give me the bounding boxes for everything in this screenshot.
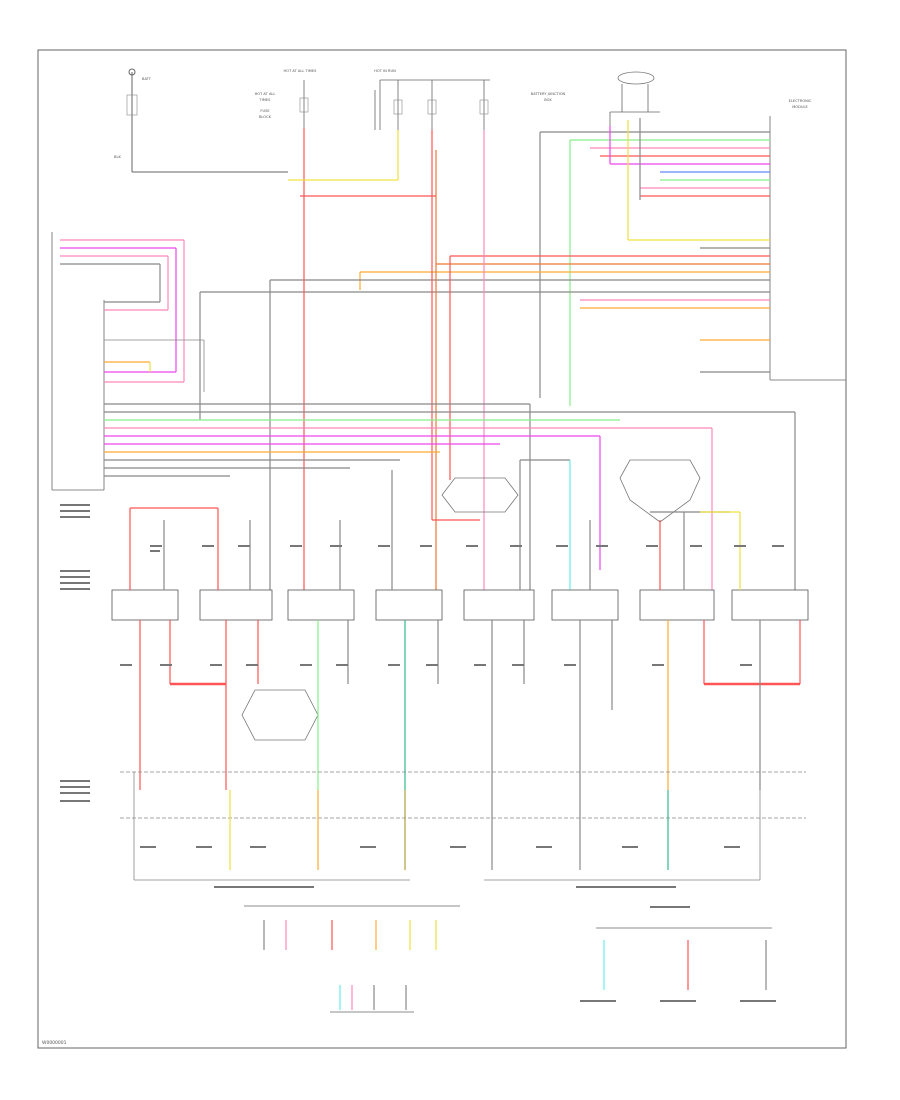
figure-id: W0000001 <box>42 1040 67 1046</box>
svg-text:BATTERY JUNCTION: BATTERY JUNCTION <box>531 92 566 96</box>
relay-row <box>111 589 809 621</box>
svg-text:BLK: BLK <box>114 155 121 159</box>
wire-label-marks <box>60 504 784 1002</box>
svg-text:FUSE: FUSE <box>260 109 270 113</box>
svg-text:BLOCK: BLOCK <box>259 115 272 119</box>
relay-outputs <box>139 620 801 790</box>
svg-text:TIMES: TIMES <box>259 98 272 102</box>
battery-feed: BATT BLK <box>114 68 288 173</box>
module-connector-right <box>769 116 846 381</box>
svg-text:BOX: BOX <box>544 98 552 102</box>
bottom-fuse-junction <box>120 771 806 881</box>
right-harness <box>199 118 770 590</box>
ignition-switch <box>609 71 660 126</box>
top-fuses <box>299 79 490 130</box>
bottom-right-panel <box>596 927 772 990</box>
bottom-left-panel <box>244 905 460 1013</box>
svg-text:MODULE: MODULE <box>792 105 808 109</box>
svg-text:HOT AT ALL: HOT AT ALL <box>255 92 276 96</box>
relay-bus <box>104 403 796 590</box>
svg-text:BATT: BATT <box>142 77 152 81</box>
top-vertical-wires <box>288 128 485 590</box>
svg-text:HOT IN RUN: HOT IN RUN <box>374 69 396 73</box>
note-bubbles <box>241 459 701 741</box>
left-module-connector <box>51 232 205 491</box>
diagram-border <box>37 49 847 1049</box>
svg-text:ELECTRONIC: ELECTRONIC <box>789 99 812 103</box>
top-fuse-labels: HOT AT ALL TIMES FUSE BLOCK HOT AT ALL T… <box>255 69 812 119</box>
svg-text:HOT AT ALL TIMES: HOT AT ALL TIMES <box>284 69 318 73</box>
relay-inputs <box>129 460 741 590</box>
